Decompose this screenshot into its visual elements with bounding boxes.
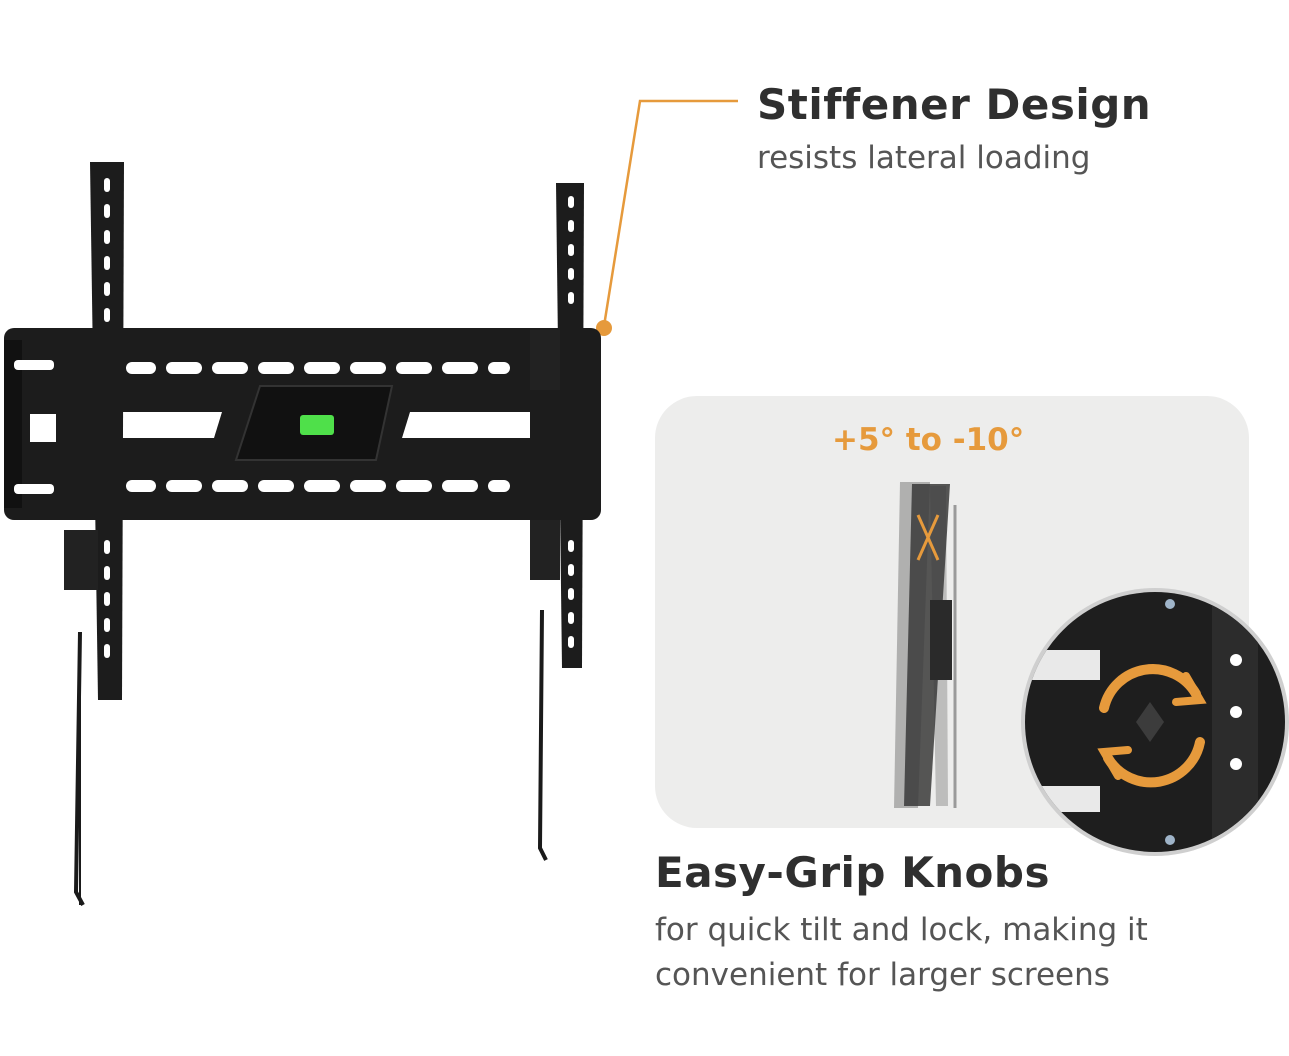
wall-plate-slots: [126, 362, 510, 492]
bubble-level: [300, 415, 334, 435]
stiffener-subtitle: resists lateral loading: [757, 140, 1091, 176]
knobs-title: Easy-Grip Knobs: [655, 848, 1050, 897]
stiffener-title: Stiffener Design: [757, 80, 1152, 129]
knob-closeup: [1021, 588, 1289, 856]
vertical-arm-left: [64, 162, 124, 700]
knobs-subtitle-line2: convenient for larger screens: [655, 957, 1110, 993]
tilt-range-label: +5° to -10°: [832, 422, 1025, 458]
rotate-icon: [1097, 664, 1207, 788]
safety-cord-left: [73, 631, 85, 906]
knobs-subtitle-line1: for quick tilt and lock, making it: [655, 912, 1148, 948]
vertical-arm-right: [530, 183, 584, 668]
stiffener-callout-line: [596, 99, 738, 336]
tilt-side-view: [894, 482, 957, 808]
safety-cord-right: [537, 609, 548, 861]
tv-wall-mount: [4, 162, 601, 700]
